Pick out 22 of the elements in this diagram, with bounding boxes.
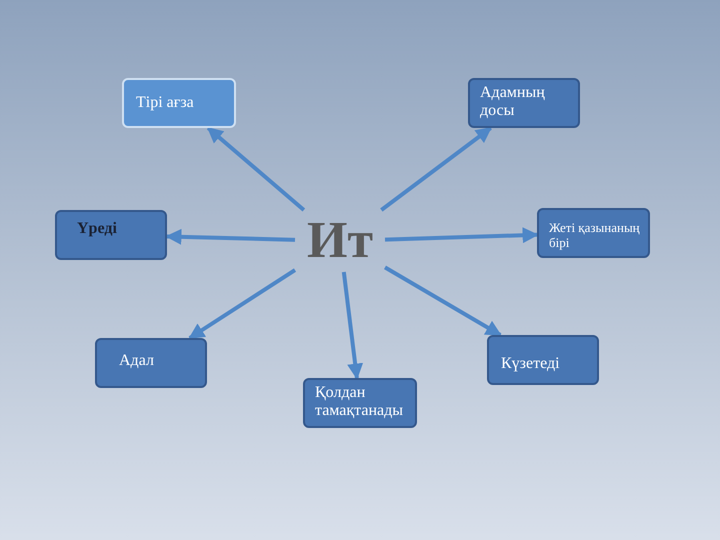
- topic-box: [487, 335, 599, 385]
- arrow: [384, 227, 539, 244]
- topic-label: Күзетеді: [501, 355, 561, 373]
- topic-label: Тірі ағза: [136, 94, 195, 112]
- topic-box: [537, 208, 650, 258]
- topic-box: [95, 338, 207, 388]
- topic-box: [122, 78, 236, 128]
- arrow: [380, 126, 492, 212]
- topic-box: [468, 78, 580, 128]
- topic-label: Жеті қазынаның бірі: [549, 220, 640, 250]
- topic-box: [55, 210, 167, 260]
- arrow: [342, 272, 364, 380]
- topic-box: [303, 378, 417, 428]
- topic-label: Қолдан тамақтанады: [315, 384, 404, 420]
- arrow: [384, 266, 502, 337]
- topic-label: Адамның досы: [480, 84, 546, 120]
- topic-label: Адал: [119, 352, 155, 370]
- arrow: [188, 268, 296, 340]
- topic-label: Үреді: [77, 220, 118, 238]
- arrow: [206, 126, 306, 212]
- central-title: Ит: [306, 211, 374, 271]
- arrow: [165, 228, 296, 245]
